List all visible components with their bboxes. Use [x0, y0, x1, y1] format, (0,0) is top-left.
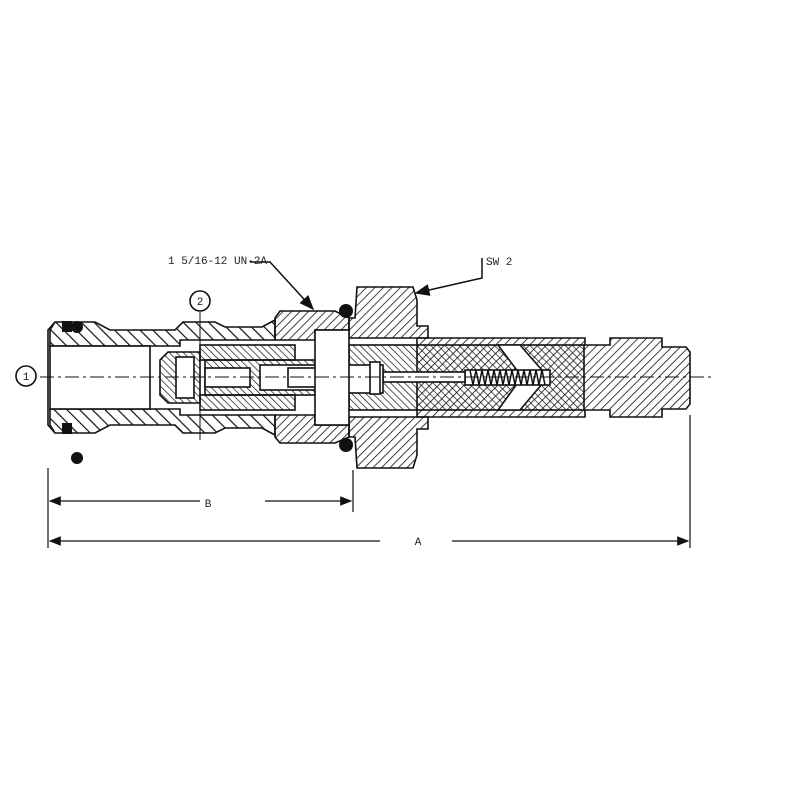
svg-text:1: 1	[23, 372, 30, 384]
dimension-lines	[47, 415, 691, 548]
wrench-size-callout: SW 2	[414, 257, 512, 296]
port-1-balloon: 1	[15, 365, 37, 387]
dimension-b-label: B	[205, 499, 212, 511]
o-rings	[62, 304, 353, 464]
svg-text:2: 2	[197, 297, 204, 309]
port-2-balloon: 2	[189, 290, 211, 312]
svg-text:1 5/16-12 UN-2A: 1 5/16-12 UN-2A	[168, 256, 267, 268]
svg-text:SW 2: SW 2	[486, 257, 512, 269]
dimension-a-label: A	[415, 537, 422, 549]
thread-callout: 1 5/16-12 UN-2A	[168, 256, 315, 311]
